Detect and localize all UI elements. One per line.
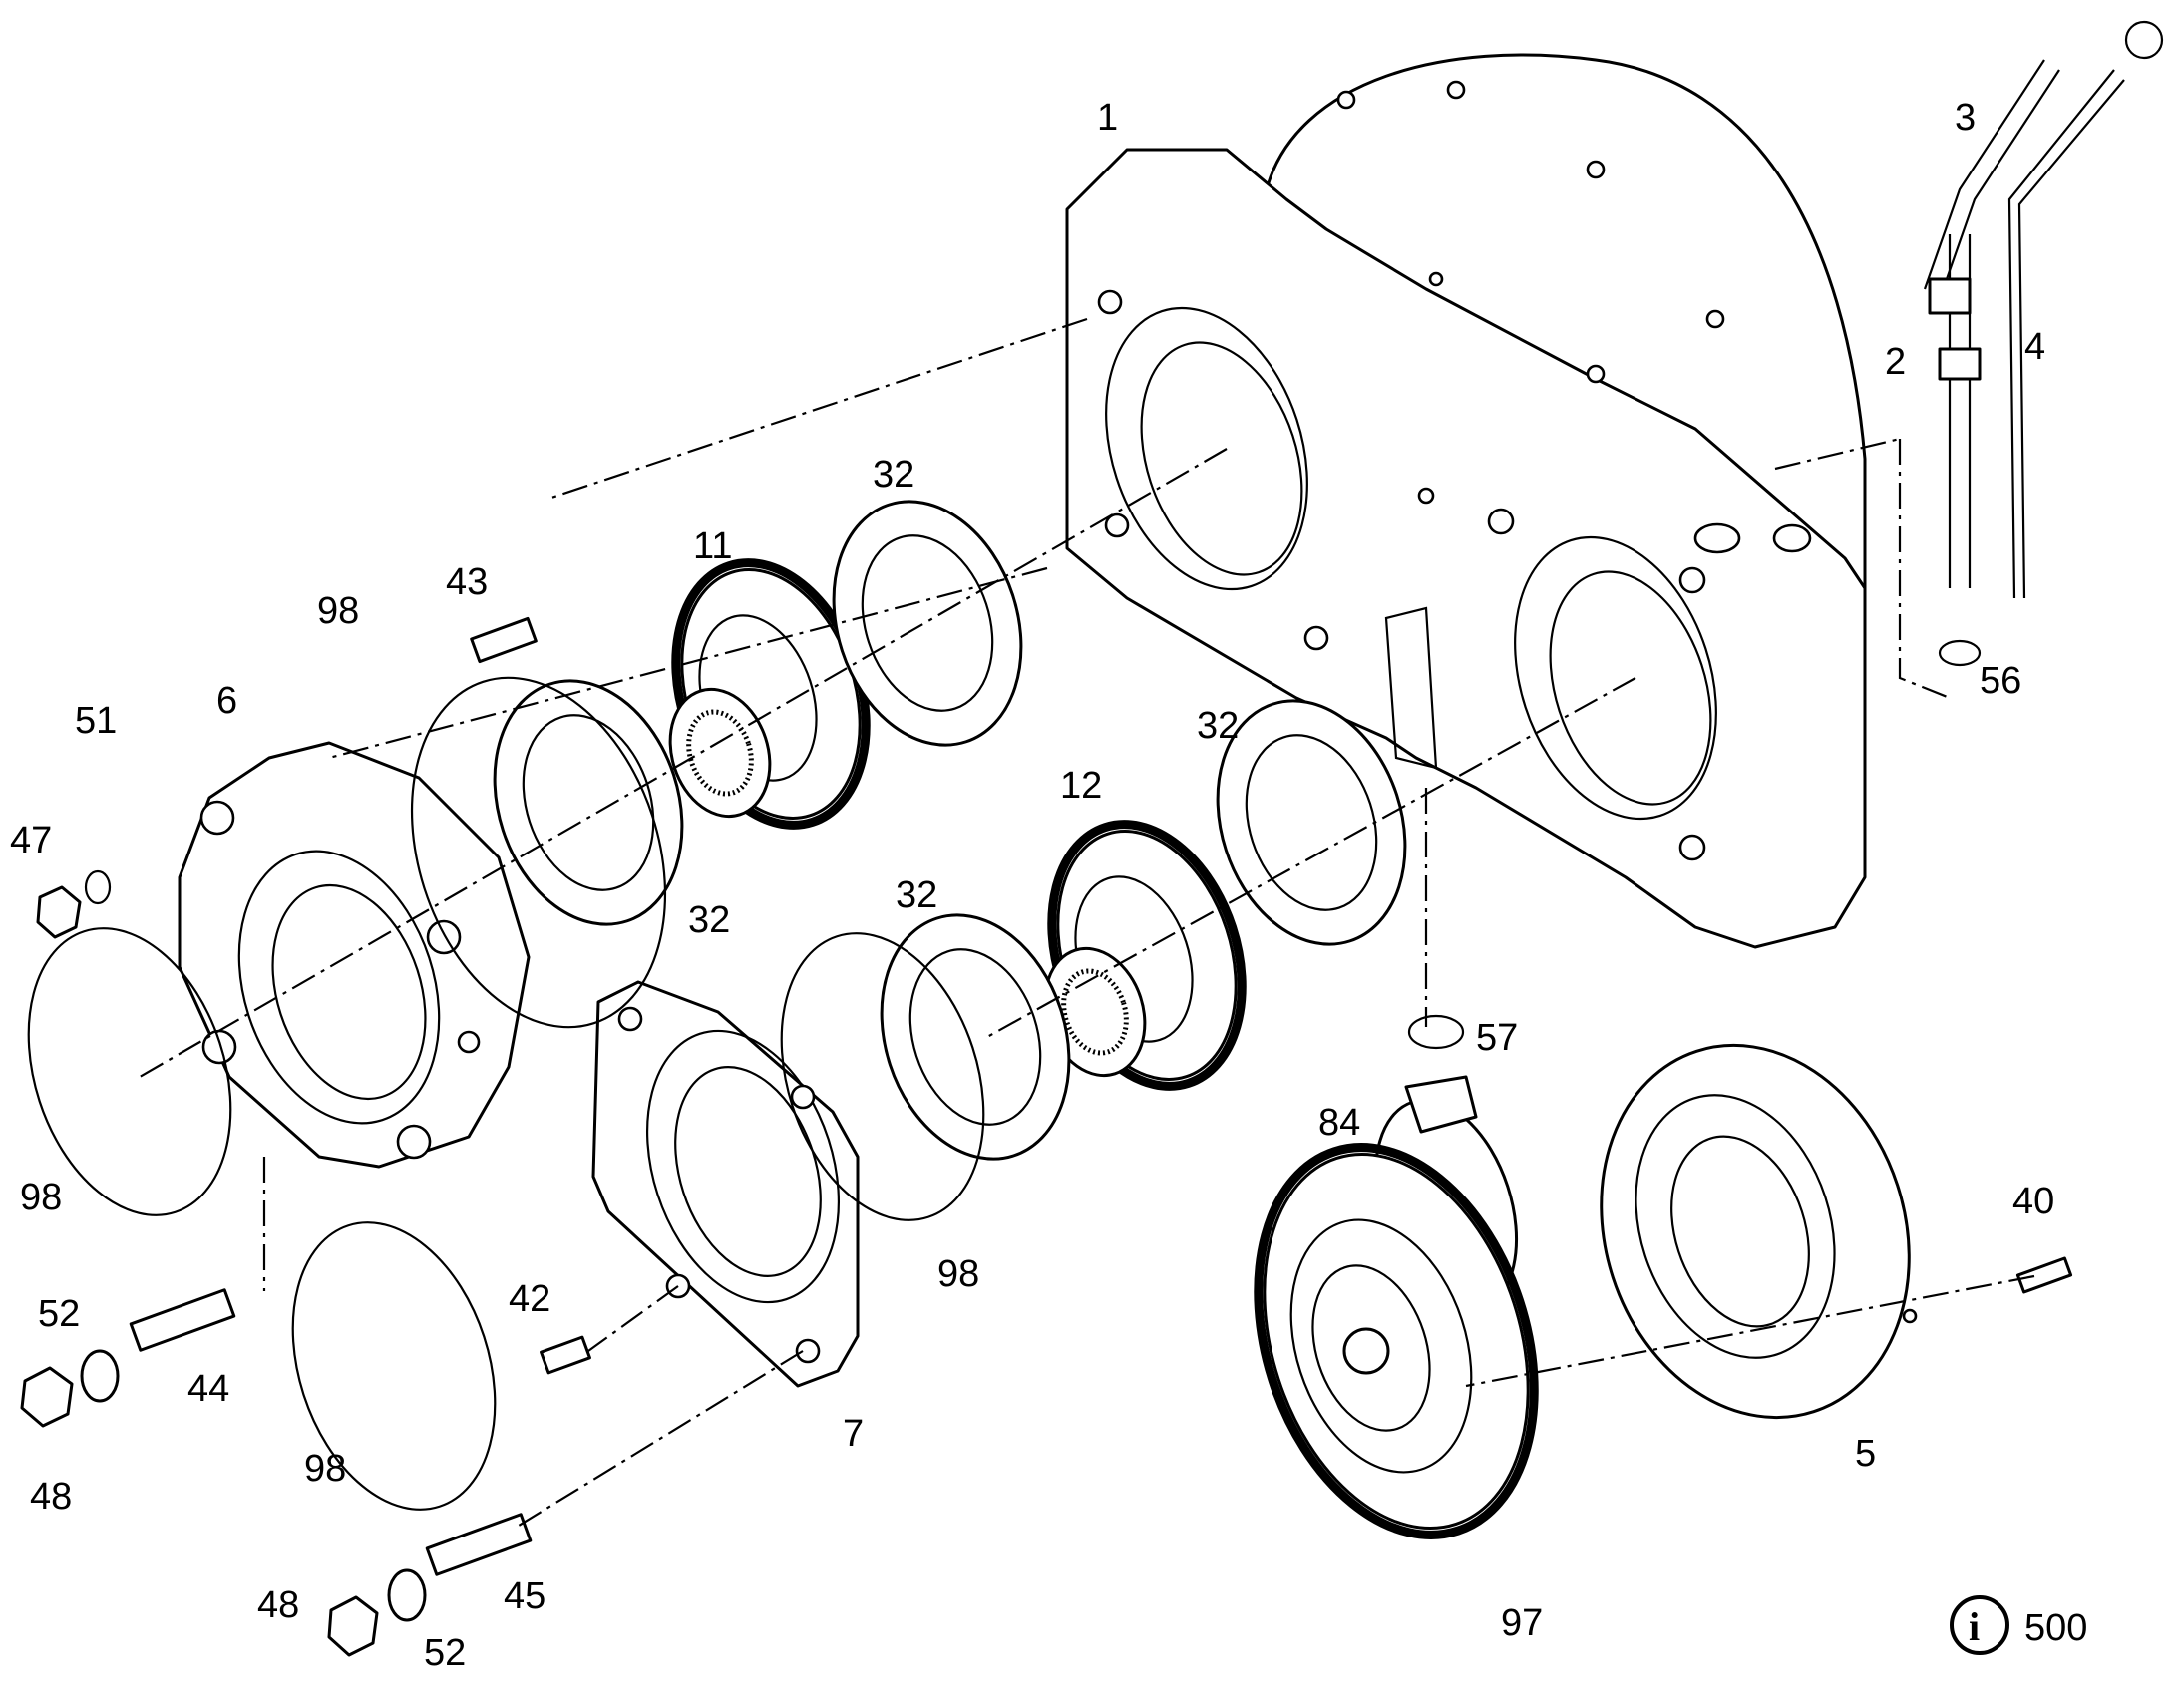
housing-part-1 [1065, 53, 1867, 949]
callout-5: 5 [1855, 1433, 1876, 1475]
callout-56: 56 [1980, 660, 2021, 702]
callout-32-mid: 32 [896, 874, 937, 916]
callout-43: 43 [446, 561, 488, 603]
callout-32-left: 32 [688, 899, 730, 941]
info-icon-symbol: i [1969, 1604, 1980, 1649]
callout-57: 57 [1476, 1017, 1518, 1059]
callout-47: 47 [10, 820, 52, 861]
callout-52-bottom: 52 [424, 1632, 466, 1674]
fasteners [20, 616, 2073, 1657]
callout-7: 7 [843, 1413, 864, 1455]
gear-part-12 [1043, 820, 1247, 1091]
bearings-part-32 [493, 500, 1407, 1161]
callout-98-right: 98 [937, 1253, 979, 1295]
callout-32-top: 32 [873, 454, 914, 496]
callout-48-bottom: 48 [257, 1584, 299, 1626]
callout-45: 45 [504, 1575, 545, 1617]
callout-32-right: 32 [1197, 705, 1239, 747]
gear-assembly-part-97 [1254, 1098, 1539, 1539]
callout-98-top: 98 [317, 590, 359, 632]
callout-98-left: 98 [20, 1177, 62, 1218]
callout-1: 1 [1097, 97, 1118, 139]
callout-52-left: 52 [38, 1293, 80, 1335]
callout-84: 84 [1318, 1102, 1360, 1144]
callout-12: 12 [1060, 765, 1102, 807]
callout-42: 42 [509, 1278, 550, 1320]
callout-3: 3 [1955, 97, 1976, 139]
callout-2: 2 [1885, 341, 1906, 383]
callout-11: 11 [693, 525, 732, 567]
callout-44: 44 [187, 1368, 229, 1410]
flange-part-6 [178, 741, 531, 1169]
o-rings-part-98 [27, 676, 985, 1511]
info-value: 500 [2024, 1607, 2087, 1649]
cover-part-5 [1600, 1043, 1918, 1420]
callout-40: 40 [2012, 1181, 2054, 1222]
info-icon [1950, 1595, 2009, 1655]
gear-part-11 [668, 558, 871, 830]
callout-51: 51 [75, 700, 117, 742]
callout-97: 97 [1501, 1602, 1543, 1644]
dipstick-parts [1923, 20, 2164, 599]
callout-4: 4 [2024, 326, 2045, 368]
leader-lines [139, 317, 2035, 1527]
info-badge: i 500 [1950, 1595, 2087, 1655]
flange-part-7 [591, 980, 860, 1388]
callout-98-bottom: 98 [304, 1448, 346, 1490]
callout-6: 6 [216, 680, 237, 722]
callout-48-left: 48 [30, 1476, 72, 1518]
callout-labels: 1 2 3 4 5 6 7 11 12 32 32 32 32 40 42 43… [10, 97, 2054, 1674]
